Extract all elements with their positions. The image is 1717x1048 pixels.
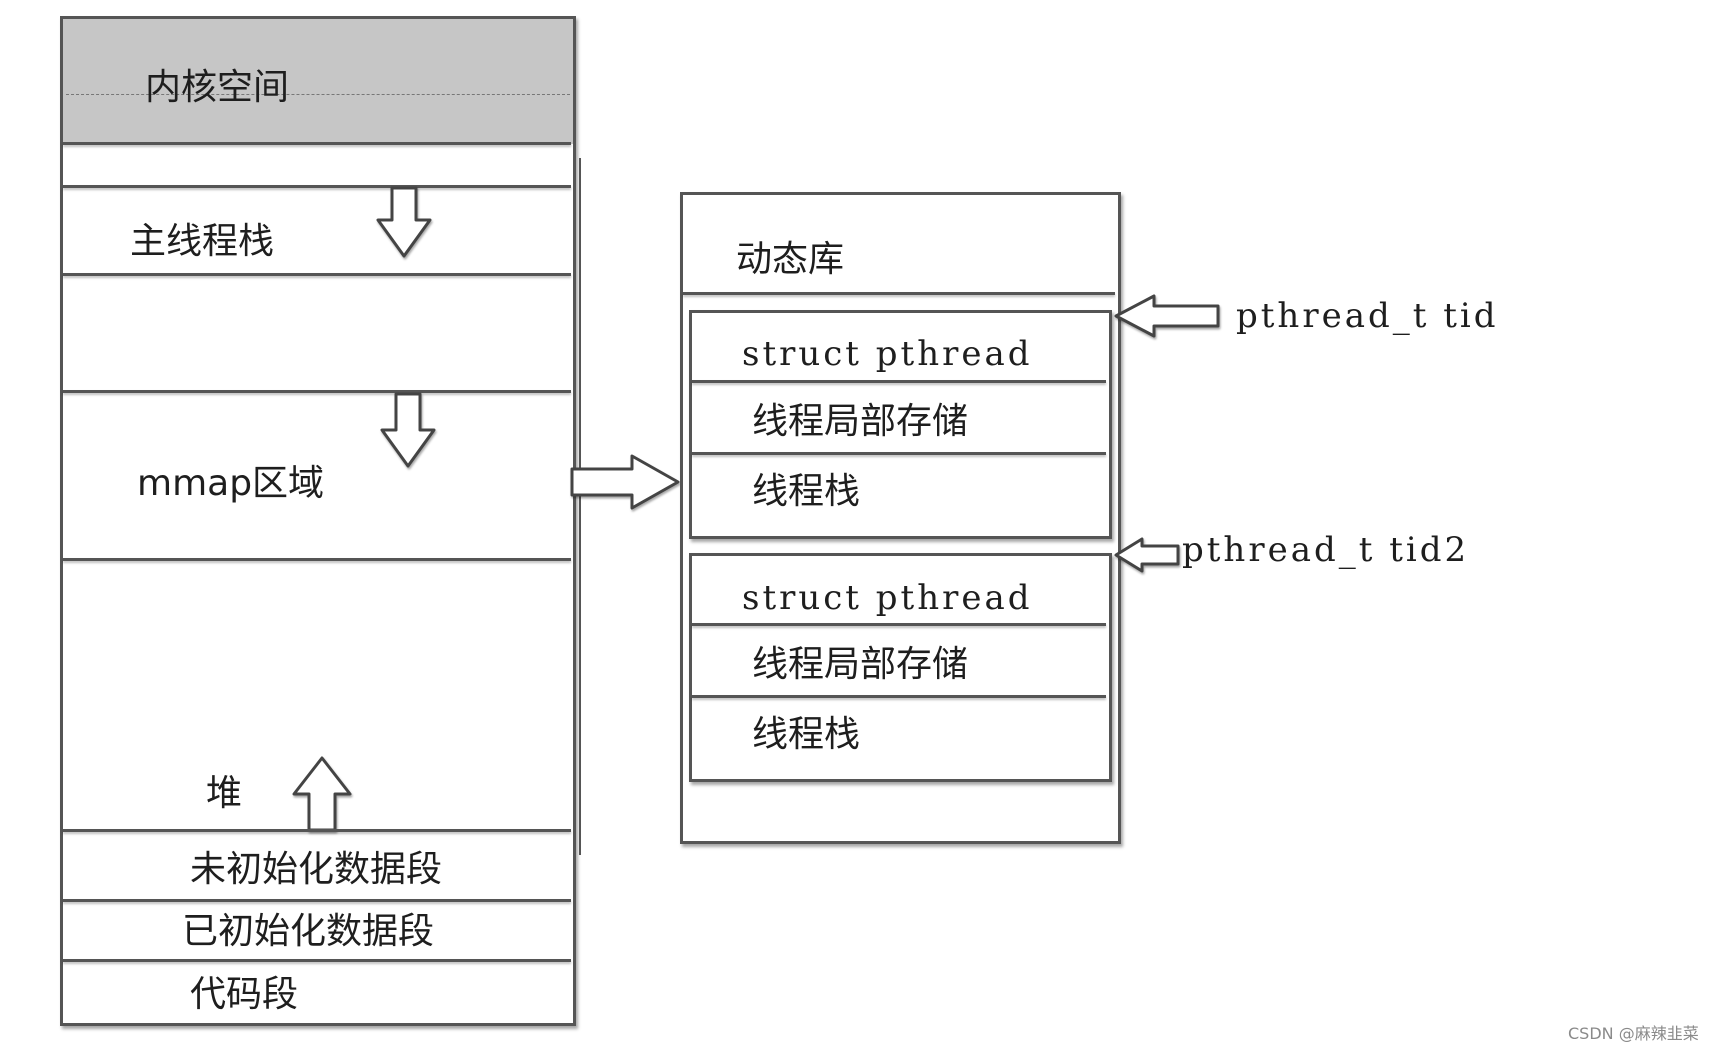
mmap-side-line: [579, 158, 581, 855]
tid2-pointer-arrow-icon: [1114, 537, 1180, 573]
divider-kernel: [63, 142, 571, 145]
divider-stack-bottom: [63, 273, 571, 276]
heap-grow-up-arrow-icon: [292, 756, 352, 832]
data-segment-label: 已初始化数据段: [182, 911, 435, 952]
dynamic-lib-title-divider: [683, 292, 1115, 295]
thread-1-divider-2: [692, 452, 1106, 455]
main-thread-stack-label: 主线程栈: [130, 221, 275, 262]
divider-stack-top: [63, 185, 571, 188]
tls-label-1: 线程局部存储: [752, 401, 969, 442]
thread-1-divider-1: [692, 380, 1106, 383]
struct-pthread-label-1: struct pthread: [742, 334, 1033, 374]
thread-block-1: [689, 310, 1112, 539]
thread-2-divider-2: [692, 695, 1106, 698]
mmap-grow-down-arrow-icon: [380, 392, 436, 468]
tid-label: pthread_t tid: [1236, 296, 1499, 336]
heap-label: 堆: [206, 773, 243, 814]
divider-mmap-top: [63, 390, 571, 393]
bss-segment-label: 未初始化数据段: [190, 849, 443, 890]
mmap-to-dynamic-lib-arrow-icon: [570, 454, 680, 510]
thread-block-2: [689, 553, 1112, 782]
divider-mmap-bottom: [63, 558, 571, 561]
dynamic-lib-title: 动态库: [736, 239, 845, 280]
tid2-label: pthread_t tid2: [1182, 530, 1470, 570]
divider-data-top: [63, 899, 571, 902]
kernel-space-fill: [63, 19, 570, 142]
kernel-space-label: 内核空间: [145, 67, 290, 108]
thread-2-divider-1: [692, 623, 1106, 626]
divider-bss-top: [63, 829, 571, 832]
watermark: CSDN @麻辣韭菜: [1568, 1024, 1699, 1043]
divider-code-top: [63, 959, 571, 962]
tid-pointer-arrow-icon: [1114, 294, 1220, 338]
kernel-dashed-line: [66, 94, 570, 95]
mmap-region-label: mmap区域: [137, 463, 325, 504]
code-segment-label: 代码段: [190, 974, 299, 1015]
address-space-box: [60, 16, 576, 1026]
stack-grow-down-arrow-icon: [376, 186, 432, 258]
struct-pthread-label-2: struct pthread: [742, 578, 1033, 618]
thread-stack-label-2: 线程栈: [752, 714, 861, 755]
thread-stack-label-1: 线程栈: [752, 471, 861, 512]
tls-label-2: 线程局部存储: [752, 644, 969, 685]
